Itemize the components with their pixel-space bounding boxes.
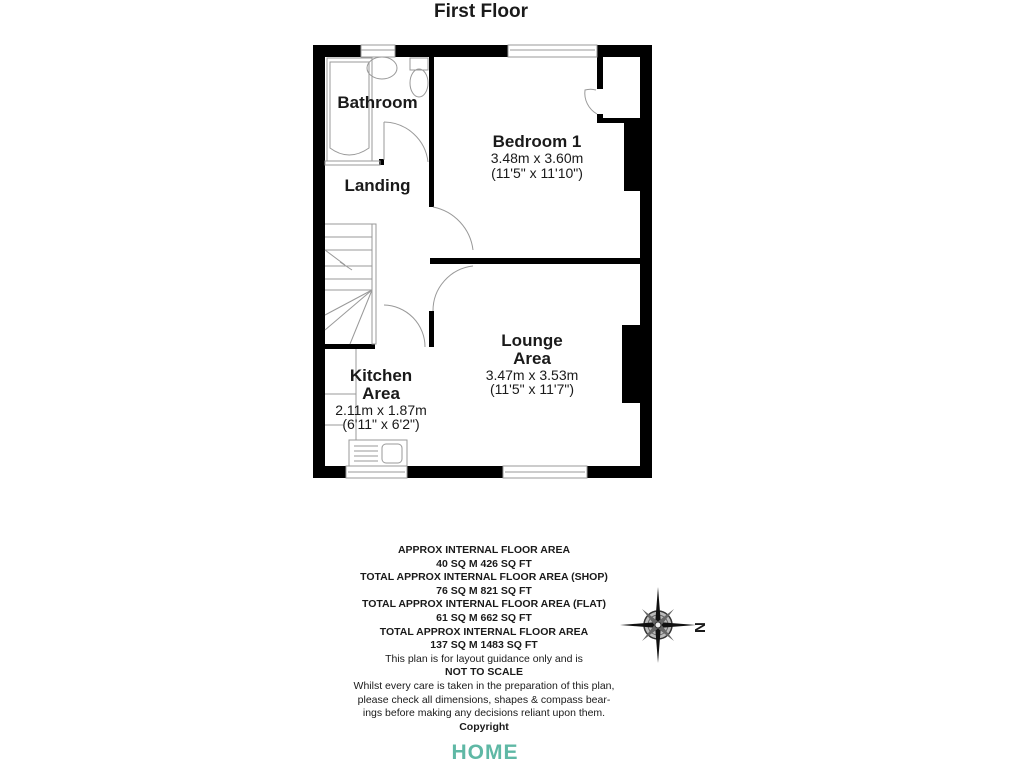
info-heading-shop: TOTAL APPROX INTERNAL FLOOR AREA (SHOP) <box>360 571 608 584</box>
home-logo: HOME <box>451 741 519 764</box>
room-dimensions-imperial: (11'5" x 11'7") <box>489 381 575 398</box>
room-name: Bedroom 1 <box>492 132 582 151</box>
info-heading-flat: TOTAL APPROX INTERNAL FLOOR AREA (FLAT) <box>361 598 607 611</box>
disclaimer-line: Whilst every care is taken in the prepar… <box>353 679 615 692</box>
compass-north-label: N <box>690 622 708 633</box>
room-name: Landing <box>344 176 411 195</box>
info-area-total: 137 SQ M 1483 SQ FT <box>430 639 538 652</box>
room-dimensions-metric: 3.48m x 3.60m <box>490 149 584 166</box>
windows <box>345 44 598 479</box>
room-dimensions-metric: 2.11m x 1.87m <box>335 401 427 418</box>
not-to-scale: NOT TO SCALE <box>445 666 523 679</box>
room-dimensions-imperial: (6'11" x 6'2") <box>342 416 420 433</box>
info-heading: APPROX INTERNAL FLOOR AREA <box>397 544 571 556</box>
room-dimensions-metric: 3.47m x 3.53m <box>485 366 579 383</box>
floor-plan <box>313 44 652 479</box>
floor-area-info: APPROX INTERNAL FLOOR AREA 40 SQ M 426 S… <box>340 544 628 734</box>
disclaimer-line: This plan is for layout guidance only an… <box>385 652 583 665</box>
room-landing: Landing <box>325 177 430 195</box>
room-bathroom: Bathroom <box>325 94 430 112</box>
floor-title: First Floor <box>434 1 528 22</box>
compass-rose-icon <box>620 587 696 663</box>
room-name-line1: Lounge <box>501 331 563 350</box>
copyright: Copyright <box>459 720 509 733</box>
info-heading-total: TOTAL APPROX INTERNAL FLOOR AREA <box>379 625 589 638</box>
disclaimer-line: ings before making any decisions reliant… <box>362 707 606 720</box>
info-area: 40 SQ M 426 SQ FT <box>436 557 532 570</box>
room-name-line2: Area <box>513 348 551 368</box>
room-lounge-area: Lounge Area 3.47m x 3.53m (11'5" x 11'7"… <box>430 332 634 397</box>
room-kitchen-area: Kitchen Area 2.11m x 1.87m (6'11" x 6'2"… <box>320 367 442 432</box>
fixtures <box>324 56 598 467</box>
room-name-line1: Kitchen <box>349 366 413 385</box>
interior-walls <box>325 57 640 403</box>
info-area-shop: 76 SQ M 821 SQ FT <box>436 584 532 597</box>
disclaimer-line: please check all dimensions, shapes & co… <box>357 693 611 706</box>
room-name-line2: Area <box>362 383 400 403</box>
room-name: Bathroom <box>337 93 418 112</box>
room-bedroom-1: Bedroom 1 3.48m x 3.60m (11'5" x 11'10") <box>434 133 640 180</box>
room-dimensions-imperial: (11'5" x 11'10") <box>491 164 583 181</box>
outer-walls <box>313 45 652 478</box>
info-area-flat: 61 SQ M 662 SQ FT <box>436 611 532 624</box>
